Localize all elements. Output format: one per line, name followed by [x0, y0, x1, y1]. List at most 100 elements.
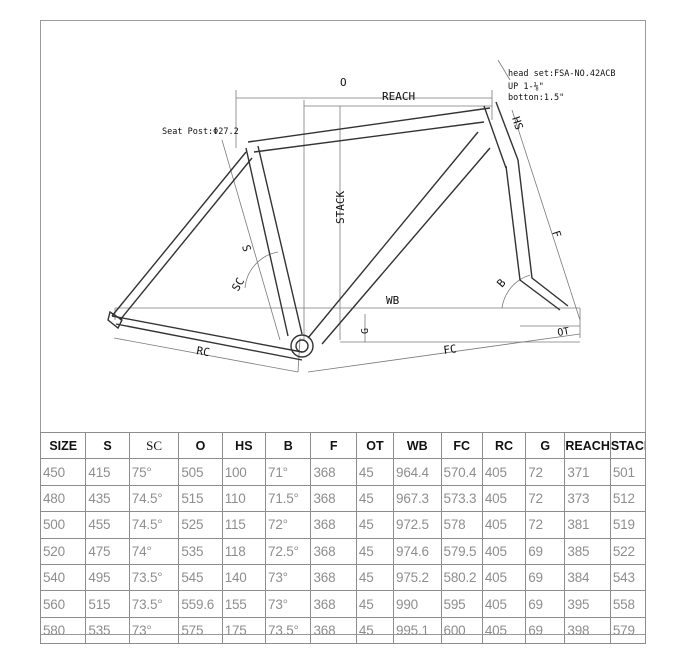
table-cell: 455 — [85, 511, 130, 539]
table-cell: 110 — [221, 484, 267, 513]
ot-label: OT — [557, 326, 571, 339]
table-cell: 579 — [609, 616, 647, 645]
table-cell: 155 — [221, 590, 267, 618]
table-cell: 579.5 — [440, 537, 483, 565]
header-s: S — [85, 431, 130, 460]
table-cell: 595 — [440, 590, 483, 618]
f-label: F — [549, 229, 563, 239]
table-cell: 69 — [525, 590, 566, 618]
f-dimension-line — [511, 109, 581, 321]
table-cell: 570.4 — [440, 458, 483, 486]
reach-label: REACH — [382, 90, 415, 103]
wb-label: WB — [386, 294, 400, 307]
headset-note-line-3: botton:1.5" — [508, 93, 564, 103]
table-cell: 580.2 — [440, 563, 483, 592]
table-cell: 368 — [310, 616, 357, 645]
s-label: S — [239, 243, 253, 253]
table-cell: 175 — [221, 616, 267, 645]
table-cell: 373 — [564, 484, 611, 513]
table-cell: 450 — [39, 458, 87, 486]
table-cell: 395 — [564, 590, 611, 618]
table-cell: 118 — [221, 537, 267, 565]
table-cell: 559.6 — [178, 590, 223, 618]
bike-frame — [107, 101, 569, 361]
header-b: B — [265, 431, 312, 460]
table-cell: 371 — [564, 458, 611, 486]
rc-dimension-line — [113, 337, 299, 373]
table-cell: 73.5° — [128, 563, 180, 592]
table-cell: 73.5° — [265, 616, 312, 645]
table-cell: 368 — [310, 511, 357, 539]
header-reach: REACH — [564, 431, 611, 460]
table-cell: 543 — [609, 563, 647, 592]
table-cell: 975.2 — [393, 563, 442, 592]
headset-note-line-2: UP 1-⅛" — [508, 82, 544, 92]
table-cell: 972.5 — [393, 511, 442, 539]
s-dimension-line — [221, 139, 281, 341]
rc-label: RC — [195, 344, 210, 359]
table-cell: 520 — [39, 537, 87, 565]
table-cell: 515 — [178, 484, 223, 513]
table-cell: 501 — [609, 458, 647, 486]
table-cell: 480 — [39, 484, 87, 513]
table-cell: 385 — [564, 537, 611, 565]
table-cell: 73.5° — [128, 590, 180, 618]
header-size: SIZE — [39, 431, 87, 460]
table-cell: 368 — [310, 537, 357, 565]
table-cell: 405 — [481, 484, 527, 513]
table-cell: 405 — [481, 616, 527, 645]
table-cell: 519 — [609, 511, 647, 539]
table-cell: 398 — [564, 616, 611, 645]
table-cell: 384 — [564, 563, 611, 592]
table-cell: 545 — [178, 563, 223, 592]
table-cell: 512 — [609, 484, 647, 513]
fc-label: FC — [443, 342, 458, 357]
table-cell: 580 — [39, 616, 87, 645]
header-g: G — [525, 431, 566, 460]
header-hs: HS — [221, 431, 267, 460]
seat-post-note: Seat Post:Φ27.2 — [162, 127, 239, 137]
table-cell: 368 — [310, 458, 357, 486]
table-cell: 73° — [265, 590, 312, 618]
table-cell: 405 — [481, 590, 527, 618]
header-sc: SC — [128, 431, 180, 460]
table-cell: 405 — [481, 511, 527, 539]
header-fc: FC — [440, 431, 483, 460]
table-cell: 45 — [355, 458, 395, 486]
sc-angle-arc — [244, 251, 279, 289]
hs-label: HS — [509, 115, 525, 132]
table-cell: 578 — [440, 511, 483, 539]
table-cell: 964.4 — [393, 458, 442, 486]
table-cell: 140 — [221, 563, 267, 592]
table-cell: 45 — [355, 616, 395, 645]
table-cell: 100 — [221, 458, 267, 486]
header-rc: RC — [481, 431, 527, 460]
table-cell: 505 — [178, 458, 223, 486]
table-cell: 540 — [39, 563, 87, 592]
table-cell: 73° — [265, 563, 312, 592]
table-cell: 71.5° — [265, 484, 312, 513]
table-cell: 525 — [178, 511, 223, 539]
table-cell: 72 — [525, 458, 566, 486]
table-cell: 45 — [355, 511, 395, 539]
table-cell: 75° — [128, 458, 180, 486]
table-cell: 535 — [178, 537, 223, 565]
stack-label: STACK — [334, 191, 347, 224]
table-cell: 45 — [355, 537, 395, 565]
geometry-spec-table: SIZE S SC O HS B F OT WB FC RC G REACH S… — [39, 431, 647, 645]
table-cell: 405 — [481, 537, 527, 565]
b-angle-arc — [501, 274, 531, 309]
fc-dimension-line — [307, 333, 581, 373]
table-cell: 573.3 — [440, 484, 483, 513]
table-cell: 71° — [265, 458, 312, 486]
table-cell: 560 — [39, 590, 87, 618]
table-cell: 45 — [355, 563, 395, 592]
table-cell: 515 — [85, 590, 130, 618]
table-cell: 74.5° — [128, 484, 180, 513]
table-cell: 72 — [525, 484, 566, 513]
